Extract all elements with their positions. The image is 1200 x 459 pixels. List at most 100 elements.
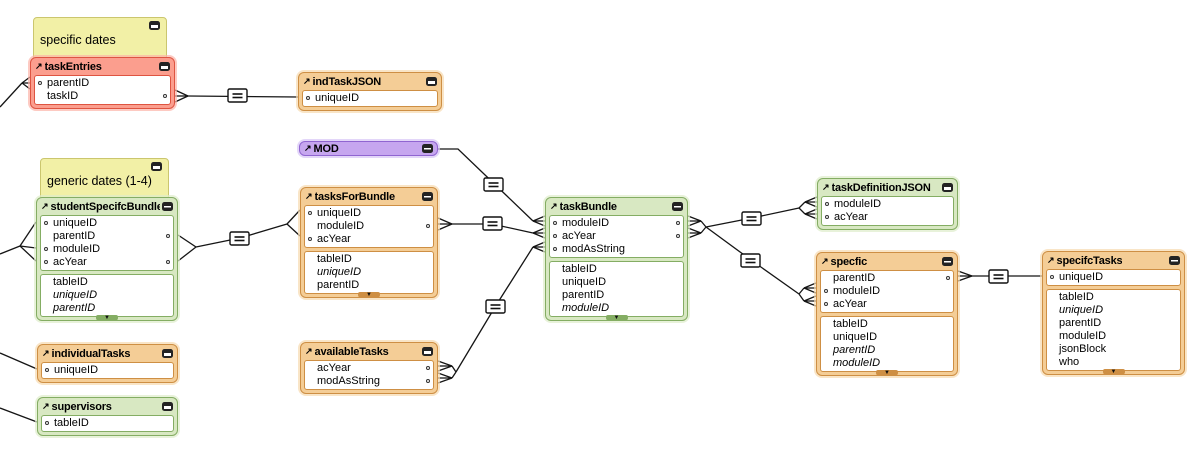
open-table-arrow-icon[interactable]: ↗ (42, 348, 50, 358)
collapse-toggle-icon[interactable] (162, 402, 173, 411)
equals-operator-box[interactable] (483, 177, 504, 192)
collapse-toggle-icon[interactable] (422, 144, 433, 153)
table-header[interactable]: ↗indTaskJSON (299, 73, 441, 90)
scroll-more-indicator[interactable]: ▼ (876, 370, 898, 376)
equals-operator[interactable] (741, 211, 762, 226)
field-row[interactable]: uniqueID (42, 364, 173, 377)
field-row[interactable]: uniqueID (1047, 271, 1180, 284)
open-table-arrow-icon[interactable]: ↗ (304, 143, 312, 153)
field-row[interactable]: moduleID (41, 243, 173, 256)
equals-operator-box[interactable] (740, 253, 761, 268)
open-table-arrow-icon[interactable]: ↗ (822, 182, 830, 192)
open-table-arrow-icon[interactable]: ↗ (305, 346, 313, 356)
table-header[interactable]: ↗availableTasks (301, 343, 437, 360)
table-supervisors[interactable]: ↗supervisors tableID (37, 397, 178, 436)
field-row[interactable]: jsonBlock (1047, 343, 1180, 356)
equals-operator[interactable] (482, 216, 503, 231)
equals-operator-box[interactable] (741, 211, 762, 226)
equals-operator[interactable] (227, 88, 248, 103)
equals-operator[interactable] (740, 253, 761, 268)
field-row[interactable]: parentID (1047, 317, 1180, 330)
field-row[interactable]: moduleID (1047, 330, 1180, 343)
collapse-toggle-icon[interactable] (672, 202, 683, 211)
field-row[interactable]: moduleID (550, 217, 683, 230)
field-row[interactable]: modAsString (305, 375, 433, 388)
table-individualTasks[interactable]: ↗individualTasks uniqueID (37, 344, 178, 383)
field-row[interactable]: moduleID (550, 302, 683, 315)
field-row[interactable]: uniqueID (305, 207, 433, 220)
field-row[interactable]: parentID (35, 77, 170, 90)
note[interactable]: generic dates (1-4) (40, 158, 169, 202)
field-row[interactable]: uniqueID (41, 217, 173, 230)
table-header[interactable]: ↗studentSpecifcBundle (37, 198, 177, 215)
field-row[interactable]: uniqueID (303, 92, 437, 105)
open-table-arrow-icon[interactable]: ↗ (550, 201, 558, 211)
field-row[interactable]: acYear (550, 230, 683, 243)
field-row[interactable]: taskID (35, 90, 170, 103)
equals-operator-box[interactable] (482, 216, 503, 231)
equals-operator-box[interactable] (988, 269, 1009, 284)
table-header[interactable]: ↗MOD (300, 142, 437, 155)
scroll-more-indicator[interactable]: ▼ (96, 315, 118, 321)
collapse-toggle-icon[interactable] (162, 349, 173, 358)
equals-operator[interactable] (988, 269, 1009, 284)
equals-operator[interactable] (483, 177, 504, 192)
field-row[interactable]: modAsString (550, 243, 683, 256)
table-header[interactable]: ↗taskBundle (546, 198, 687, 215)
field-row[interactable]: who (1047, 356, 1180, 369)
table-header[interactable]: ↗tasksForBundle (301, 188, 437, 205)
collapse-toggle-icon[interactable] (426, 77, 437, 86)
table-header[interactable]: ↗individualTasks (38, 345, 177, 362)
field-row[interactable]: parentID (821, 344, 953, 357)
field-row[interactable]: acYear (41, 256, 173, 269)
field-row[interactable]: acYear (821, 298, 953, 311)
collapse-toggle-icon[interactable] (422, 347, 433, 356)
equals-operator[interactable] (485, 299, 506, 314)
collapse-toggle-icon[interactable] (942, 257, 953, 266)
collapse-toggle-icon[interactable] (942, 183, 953, 192)
equals-operator[interactable] (229, 231, 250, 246)
field-row[interactable]: moduleID (822, 198, 953, 211)
scroll-more-indicator[interactable]: ▼ (358, 292, 380, 298)
table-header[interactable]: ↗specfic (817, 253, 957, 270)
open-table-arrow-icon[interactable]: ↗ (35, 61, 43, 71)
open-table-arrow-icon[interactable]: ↗ (41, 201, 49, 211)
collapse-toggle-icon[interactable] (422, 192, 433, 201)
field-row[interactable]: moduleID (821, 285, 953, 298)
collapse-note-icon[interactable] (149, 21, 160, 30)
table-indTaskJSON[interactable]: ↗indTaskJSON uniqueID (298, 72, 442, 111)
field-row[interactable]: uniqueID (41, 289, 173, 302)
field-row[interactable]: tableID (821, 318, 953, 331)
collapse-toggle-icon[interactable] (162, 202, 173, 211)
field-row[interactable]: acYear (305, 233, 433, 246)
table-header[interactable]: ↗supervisors (38, 398, 177, 415)
field-row[interactable]: tableID (42, 417, 173, 430)
scroll-more-indicator[interactable]: ▼ (605, 315, 628, 321)
field-row[interactable]: parentID (821, 272, 953, 285)
field-row[interactable]: moduleID (821, 357, 953, 370)
table-header[interactable]: ↗taskDefinitionJSON (818, 179, 957, 196)
field-row[interactable]: parentID (41, 302, 173, 315)
table-header[interactable]: ↗taskEntries (31, 58, 174, 75)
field-row[interactable]: uniqueID (821, 331, 953, 344)
open-table-arrow-icon[interactable]: ↗ (42, 401, 50, 411)
open-table-arrow-icon[interactable]: ↗ (1047, 255, 1055, 265)
field-row[interactable]: tableID (41, 276, 173, 289)
field-row[interactable]: moduleID (305, 220, 433, 233)
table-header[interactable]: ↗specifcTasks (1043, 252, 1184, 269)
open-table-arrow-icon[interactable]: ↗ (305, 191, 313, 201)
field-row[interactable]: tableID (1047, 291, 1180, 304)
field-row[interactable]: parentID (305, 279, 433, 292)
scroll-more-indicator[interactable]: ▼ (1102, 369, 1125, 375)
field-row[interactable]: tableID (305, 253, 433, 266)
field-row[interactable]: uniqueID (305, 266, 433, 279)
open-table-arrow-icon[interactable]: ↗ (821, 256, 829, 266)
